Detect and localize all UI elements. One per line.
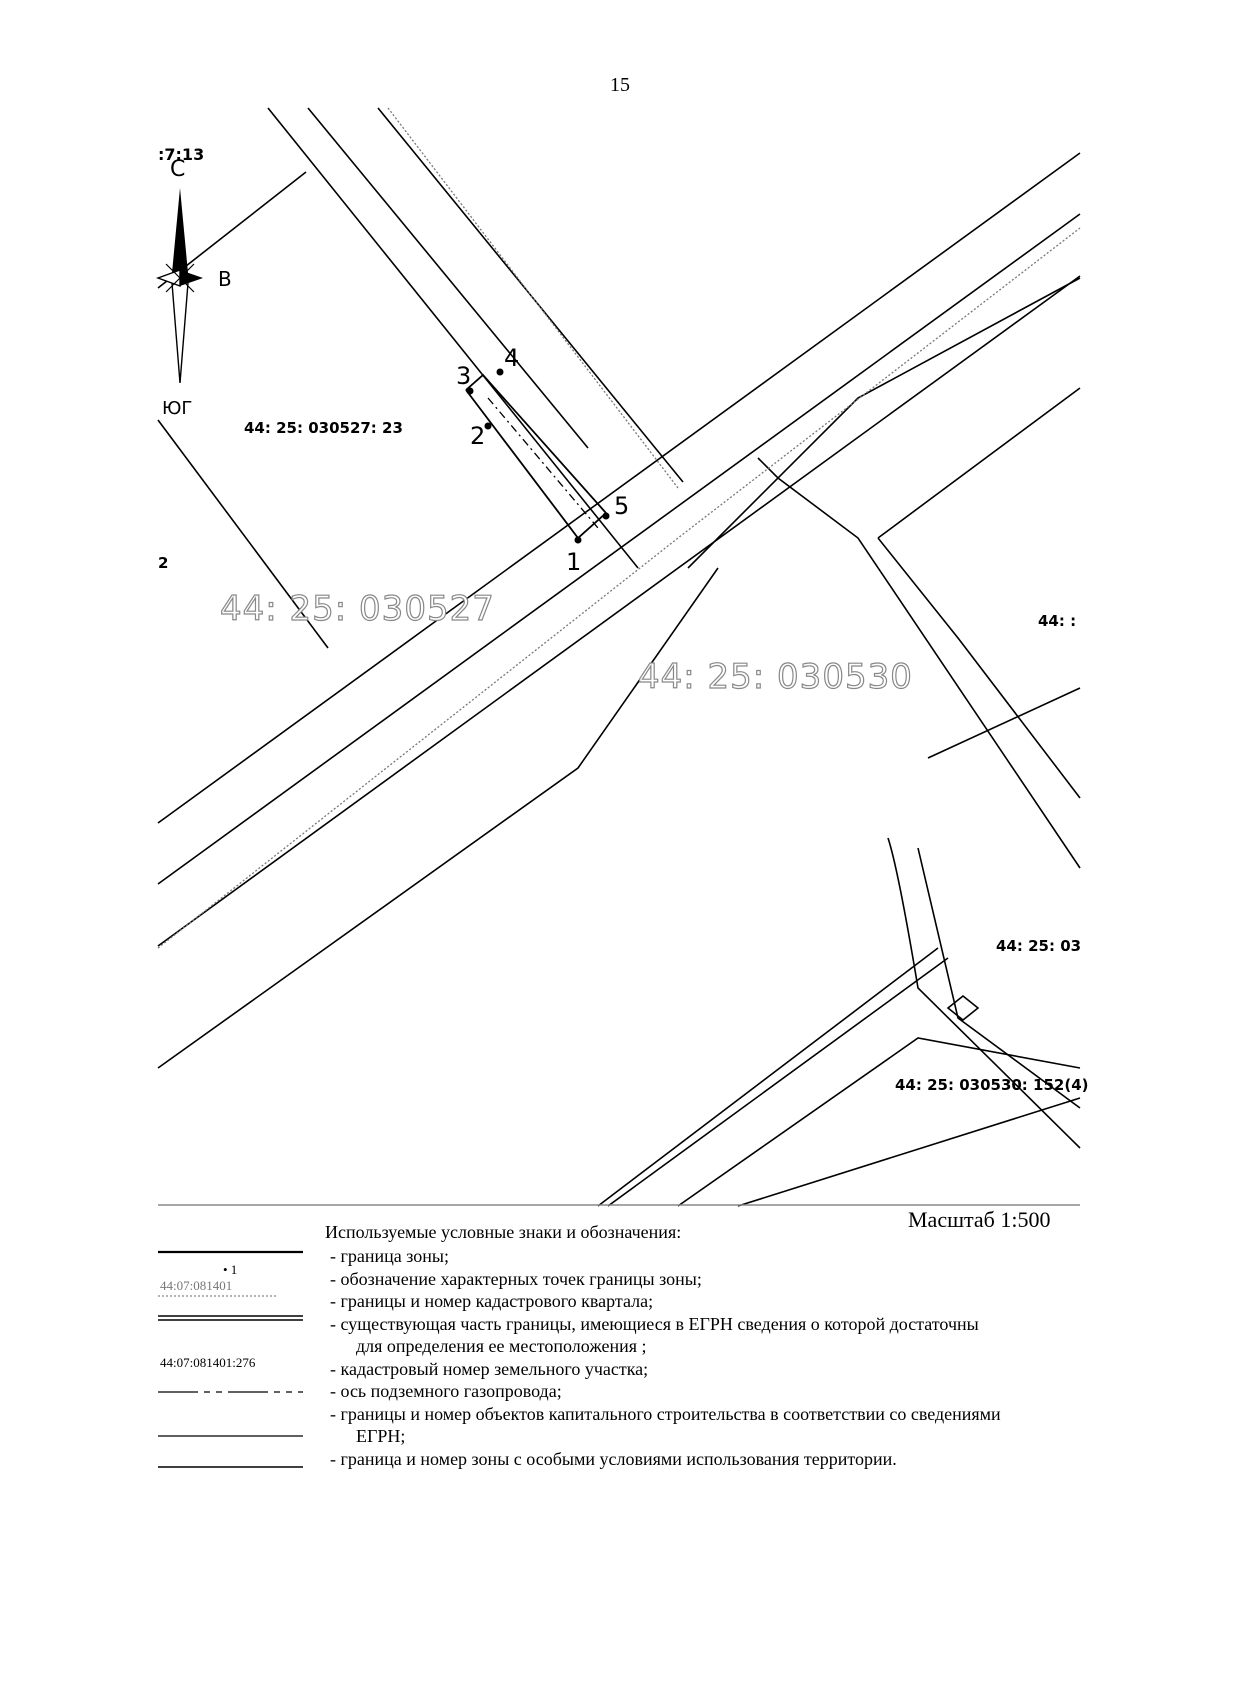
legend-title: Используемые условные знаки и обозначени… — [325, 1222, 682, 1242]
legend-item: для определения ее местоположения ; — [356, 1336, 647, 1356]
page-number: 15 — [610, 74, 630, 96]
zone-point-1 — [574, 536, 582, 544]
quarter-label: 44: 25: 030527 — [220, 589, 495, 629]
legend-item: - кадастровый номер земельного участка; — [330, 1358, 649, 1379]
parcel-boundary — [877, 387, 1081, 539]
legend-item: ЕГРН; — [356, 1426, 406, 1446]
parcel-label: 44: : — [1038, 612, 1076, 630]
cadastral-map: 1 2 3 4 5 С :7:13 В ЮГ 44: 25: 030527: 2… — [155, 107, 1089, 1207]
road-edge — [157, 213, 1081, 885]
zone-point-4 — [496, 368, 504, 376]
zone-point-2 — [484, 422, 492, 430]
legend-quarter-symbol: 44:07:081401 — [160, 1278, 232, 1293]
marker-diamond — [946, 994, 980, 1022]
building-outline — [737, 1097, 1081, 1207]
parcel-boundary — [877, 537, 1081, 799]
road-edge — [157, 152, 1081, 824]
legend-item: - границы и номер кадастрового квартала; — [330, 1291, 654, 1311]
legend-item: - ось подземного газопровода; — [330, 1381, 562, 1401]
road-edge — [377, 107, 684, 483]
point-label: 5 — [614, 492, 629, 520]
road-edge — [267, 107, 639, 569]
building-outline — [677, 1037, 1081, 1207]
point-label: 2 — [470, 422, 485, 450]
compass-rose — [155, 188, 203, 384]
parcel-label: 44: 25: 030530: 152(4) — [895, 1076, 1089, 1094]
road-edge — [307, 107, 589, 449]
legend-point-symbol: • 1 — [223, 1262, 237, 1277]
parcel-label: 44: 25: 03 — [996, 937, 1081, 955]
parcel-fragment: :7:13 — [158, 145, 204, 164]
legend-symbols: • 1 44:07:081401 44:07:081401:276 — [158, 1250, 303, 1468]
compass-north: С — [170, 157, 185, 182]
point-label: 3 — [456, 362, 471, 390]
parcel-boundary — [687, 277, 1081, 569]
zone-point-3 — [466, 387, 474, 395]
legend-parcel-symbol: 44:07:081401:276 — [160, 1355, 256, 1370]
compass-east: В — [218, 267, 232, 291]
legend-item: - граница и номер зоны с особыми условия… — [330, 1448, 897, 1469]
road-edge — [157, 567, 719, 1069]
parcel-label: 2 — [158, 554, 168, 572]
quarter-label: 44: 25: 030530 — [638, 657, 913, 697]
legend-item: - существующая часть границы, имеющиеся … — [330, 1313, 979, 1334]
zone-point-5 — [602, 512, 610, 520]
parcel-label: 44: 25: 030527: 23 — [244, 419, 403, 437]
building-outline — [887, 837, 1081, 1149]
parcel-boundary — [157, 419, 329, 649]
road-edge — [157, 275, 1081, 947]
parcel-boundary — [927, 687, 1081, 759]
building-outline — [607, 957, 949, 1207]
building-outline — [917, 847, 1081, 1109]
legend-item: - граница зоны; — [330, 1246, 449, 1266]
point-label: 1 — [566, 548, 581, 576]
legend-item: - границы и номер объектов капитального … — [330, 1403, 1001, 1424]
scale-label: Масштаб 1:500 — [908, 1207, 1051, 1232]
point-label: 4 — [504, 344, 519, 372]
legend-item: - обозначение характерных точек границы … — [330, 1268, 702, 1289]
quarter-boundary — [157, 227, 1081, 949]
compass-south: ЮГ — [162, 398, 192, 419]
legend-list: - граница зоны; - обозначение характерны… — [330, 1245, 1100, 1470]
building-outline — [597, 947, 939, 1207]
gas-pipe-axis — [487, 397, 599, 529]
